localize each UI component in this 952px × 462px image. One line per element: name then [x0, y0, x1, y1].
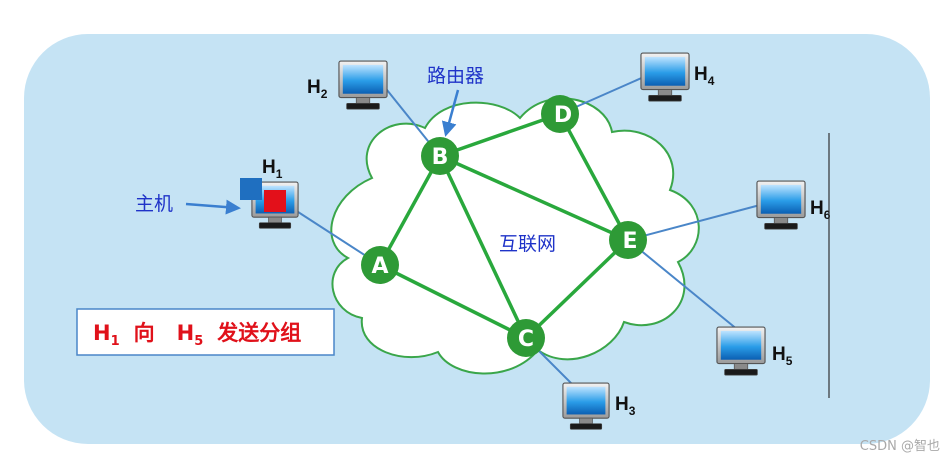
router-label-a: A	[371, 254, 388, 279]
router-node-icon	[361, 246, 399, 284]
link-h6-e	[627, 204, 761, 241]
router-b[interactable]: B	[421, 137, 459, 175]
router-node-icon	[541, 95, 579, 133]
host-h1[interactable]: H1	[240, 157, 299, 229]
host-label-h2: H2	[307, 77, 328, 101]
host-annotation-arrow	[185, 199, 241, 215]
host-label-h5: H5	[772, 344, 793, 368]
router-label-e: E	[622, 229, 637, 254]
link-a-b	[378, 155, 442, 266]
packet-square-icon	[264, 190, 286, 212]
link-h5-e	[627, 239, 739, 331]
host-h4[interactable]: H4	[640, 52, 715, 102]
router-links	[378, 112, 630, 340]
host-label-h1: H1	[262, 157, 283, 181]
host-label-h3: H3	[615, 394, 636, 418]
link-c-e	[524, 238, 630, 340]
router-node-icon	[507, 319, 545, 357]
router-label-b: B	[432, 145, 449, 170]
host-h6[interactable]: H6	[756, 180, 831, 230]
host-label-h6: H6	[810, 198, 831, 222]
link-b-e	[439, 154, 629, 242]
router-annotation-arrow	[441, 89, 460, 137]
router-node-icon	[609, 221, 647, 259]
router-node-icon	[421, 137, 459, 175]
link-a-c	[379, 263, 527, 340]
network-label: 互联网	[499, 233, 556, 255]
router-d[interactable]: D	[541, 95, 579, 133]
link-d-e	[558, 113, 630, 241]
host-annotation: 主机	[135, 193, 173, 215]
watermark: CSDN @智也	[860, 439, 940, 454]
link-b-c	[438, 155, 528, 339]
host-label-h4: H4	[694, 64, 715, 88]
packet-square-icon	[240, 178, 262, 200]
router-annotation: 路由器	[427, 65, 484, 87]
router-a[interactable]: A	[361, 246, 399, 284]
host-h5[interactable]: H5	[716, 326, 793, 376]
router-e[interactable]: E	[609, 221, 647, 259]
router-label-c: C	[518, 327, 534, 352]
host-h2[interactable]: H2	[307, 60, 388, 110]
router-label-d: D	[554, 103, 572, 128]
link-b-d	[439, 112, 561, 158]
router-c[interactable]: C	[507, 319, 545, 357]
internet-cloud	[330, 97, 700, 375]
host-h3[interactable]: H3	[562, 382, 636, 430]
